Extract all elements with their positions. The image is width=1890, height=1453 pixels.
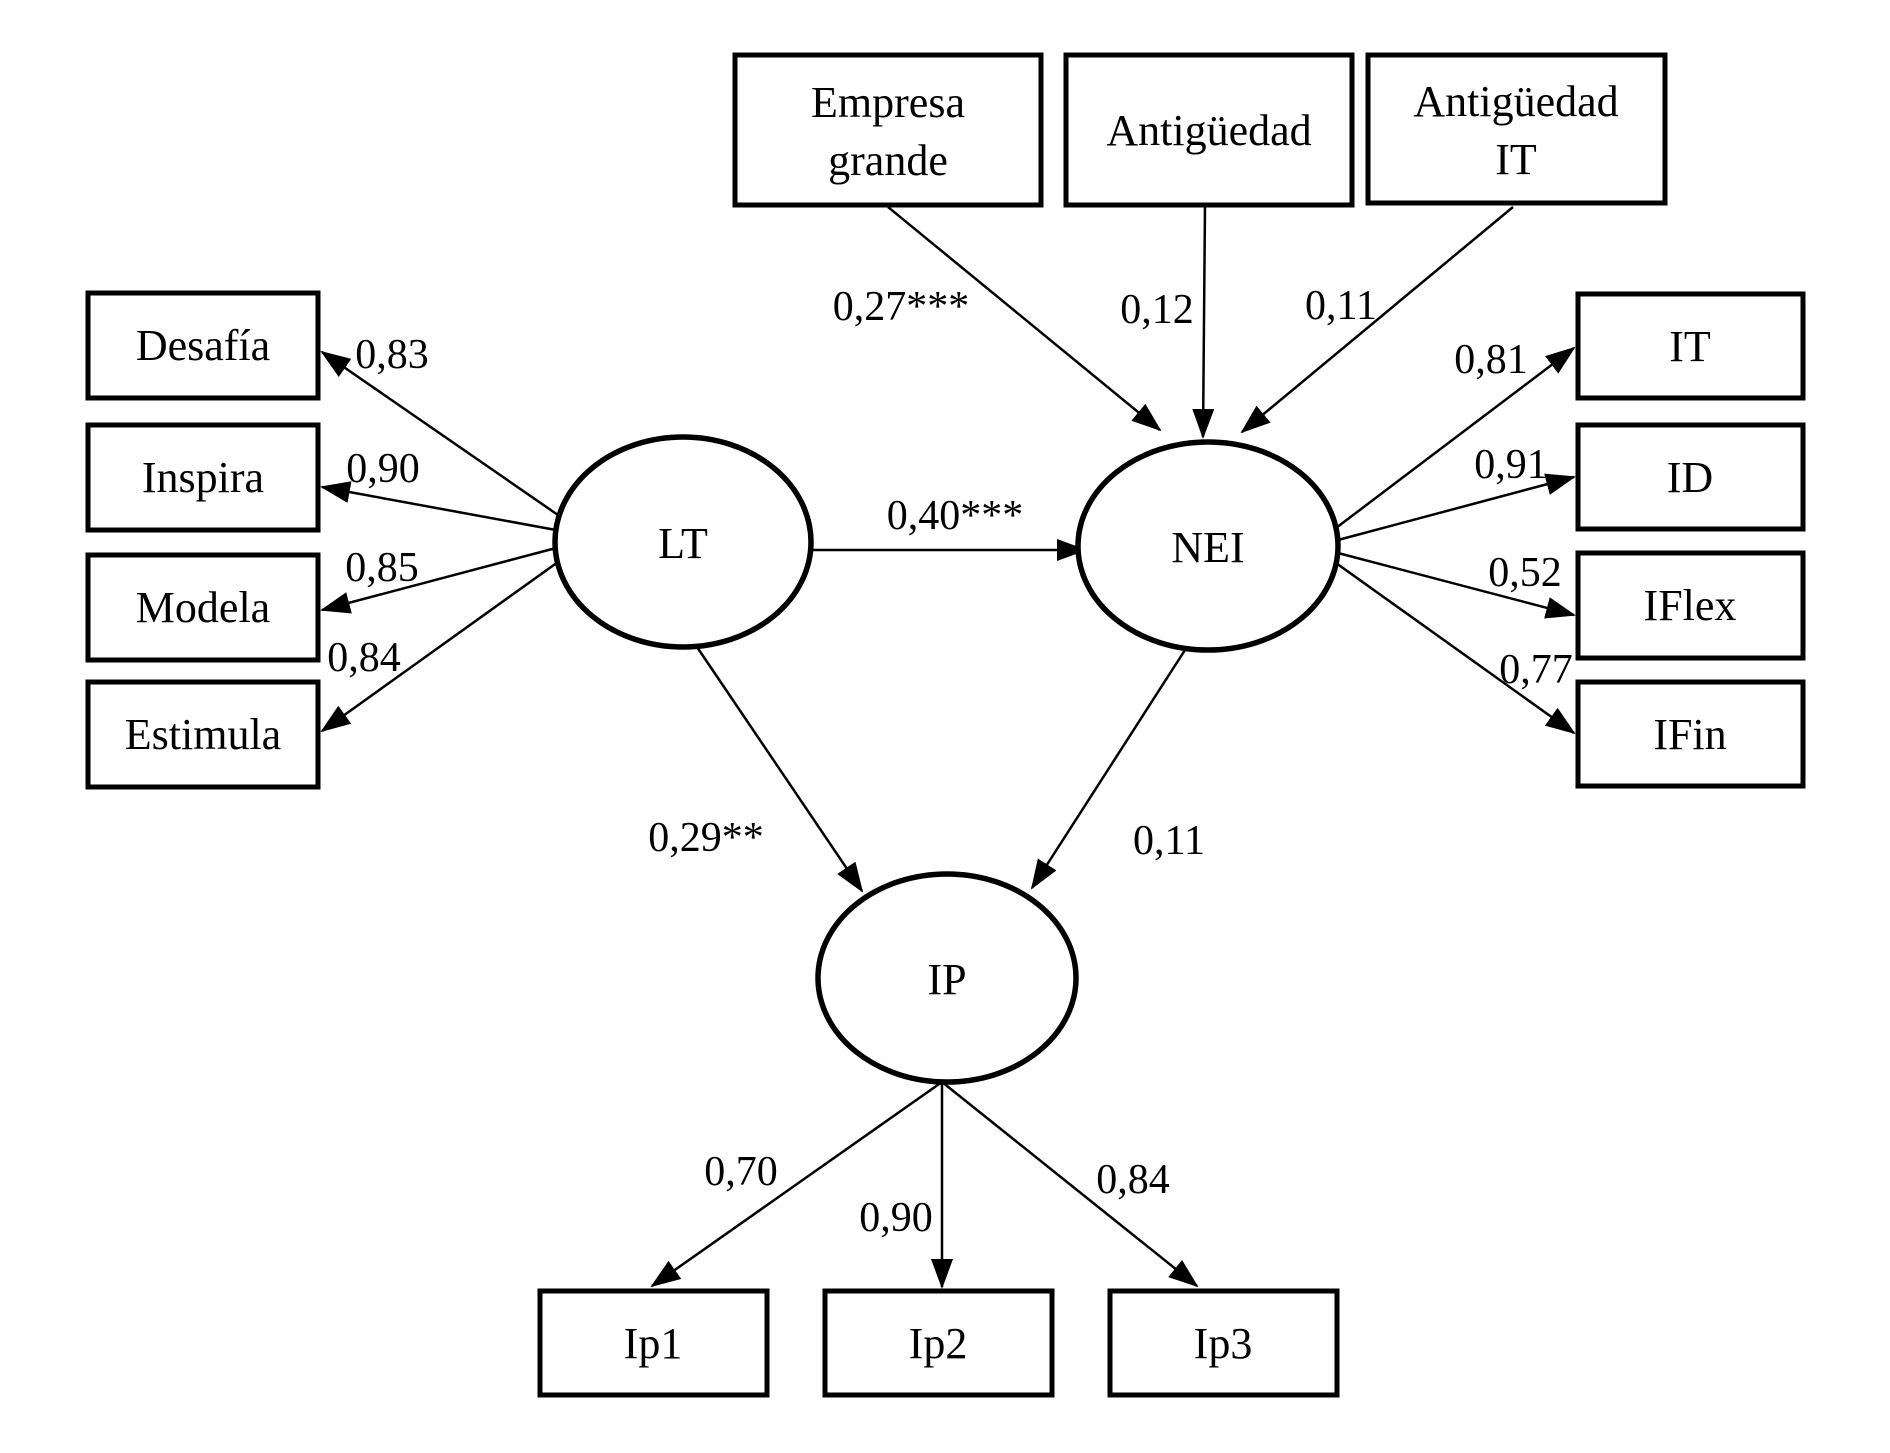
path-empresa-grande-to-nei [887, 206, 1162, 432]
box-label: Ip2 [909, 1319, 968, 1368]
box-label: Inspira [142, 453, 264, 502]
box-label: Antigüedad [1413, 77, 1618, 126]
box-empresa-grande: Empresa grande [732, 52, 1044, 208]
box-label: Ip1 [624, 1319, 683, 1368]
box-ifin: IFin [1575, 679, 1806, 789]
box-label: IFin [1653, 710, 1726, 759]
latent-label: NEI [1171, 523, 1244, 572]
path-lt-to-desafia [320, 350, 559, 517]
path-nei-to-ip [1030, 649, 1187, 890]
path-lt-to-estimula [320, 560, 559, 733]
path-nei-to-it [1335, 346, 1576, 529]
path-label-lt-estimula: 0,84 [327, 635, 401, 681]
path-label-nei-it: 0,81 [1454, 337, 1528, 383]
path-nei-to-iflex [1337, 551, 1576, 619]
path-label-nei-iflex: 0,52 [1488, 550, 1562, 596]
box-label: Ip3 [1194, 1319, 1253, 1368]
box-ip1: Ip1 [537, 1288, 770, 1398]
path-ip-to-ip3 [941, 1081, 1199, 1288]
box-it: IT [1575, 291, 1806, 401]
path-antiguedad-it-to-nei [1240, 206, 1514, 434]
box-id: ID [1575, 422, 1806, 532]
path-nei-to-ifin [1335, 561, 1576, 735]
path-label-lt-ip: 0,29** [648, 815, 764, 861]
box-ip2: Ip2 [822, 1288, 1055, 1398]
path-label-lt-modela: 0,85 [345, 545, 419, 591]
latent-label: IP [927, 955, 966, 1004]
box-ip3: Ip3 [1107, 1288, 1340, 1398]
path-lt-to-ip [695, 646, 864, 893]
box-label: ID [1667, 453, 1713, 502]
path-label-lt-nei: 0,40*** [887, 493, 1024, 539]
box-antiguedad: Antigüedad [1063, 52, 1355, 208]
path-label-ip-ip1: 0,70 [704, 1149, 778, 1195]
box-iflex: IFlex [1575, 550, 1806, 661]
box-modela: Modela [85, 552, 321, 663]
latent-lt: LT [552, 434, 814, 650]
path-label-empresa-grande-nei: 0,27*** [833, 284, 970, 330]
box-desafia: Desafía [85, 290, 321, 401]
latent-label: LT [658, 519, 708, 568]
box-label: Antigüedad [1106, 106, 1311, 155]
path-ip-to-ip1 [650, 1080, 943, 1288]
path-label-lt-desafia: 0,83 [355, 332, 429, 378]
box-inspira: Inspira [85, 422, 321, 533]
path-antiguedad-to-nei [1192, 204, 1215, 439]
box-label: Estimula [125, 710, 281, 759]
path-label-ip-ip2: 0,90 [859, 1195, 933, 1241]
box-label: IFlex [1644, 581, 1737, 630]
box-label: Desafía [136, 321, 270, 370]
box-label: Modela [136, 583, 270, 632]
box-antiguedad-it: Antigüedad IT [1365, 52, 1668, 206]
box-label: IT [1495, 135, 1537, 184]
path-label-ip-ip3: 0,84 [1096, 1157, 1170, 1203]
path-nei-to-id [1337, 473, 1576, 542]
box-label: grande [828, 136, 948, 185]
path-label-nei-ifin: 0,77 [1499, 647, 1573, 693]
path-label-nei-ip: 0,11 [1133, 818, 1205, 864]
box-label: IT [1669, 322, 1711, 371]
latent-nei: NEI [1075, 439, 1341, 653]
path-label-antiguedad-nei: 0,12 [1120, 287, 1194, 333]
latent-ip: IP [815, 871, 1079, 1085]
path-label-antiguedad-it-nei: 0,11 [1305, 283, 1377, 329]
path-lt-to-modela [320, 546, 557, 614]
box-label: Empresa [811, 78, 965, 127]
path-lt-to-inspira [320, 481, 557, 532]
path-label-nei-id: 0,91 [1474, 442, 1548, 488]
box-estimula: Estimula [85, 679, 321, 790]
path-label-lt-inspira: 0,90 [346, 446, 420, 492]
